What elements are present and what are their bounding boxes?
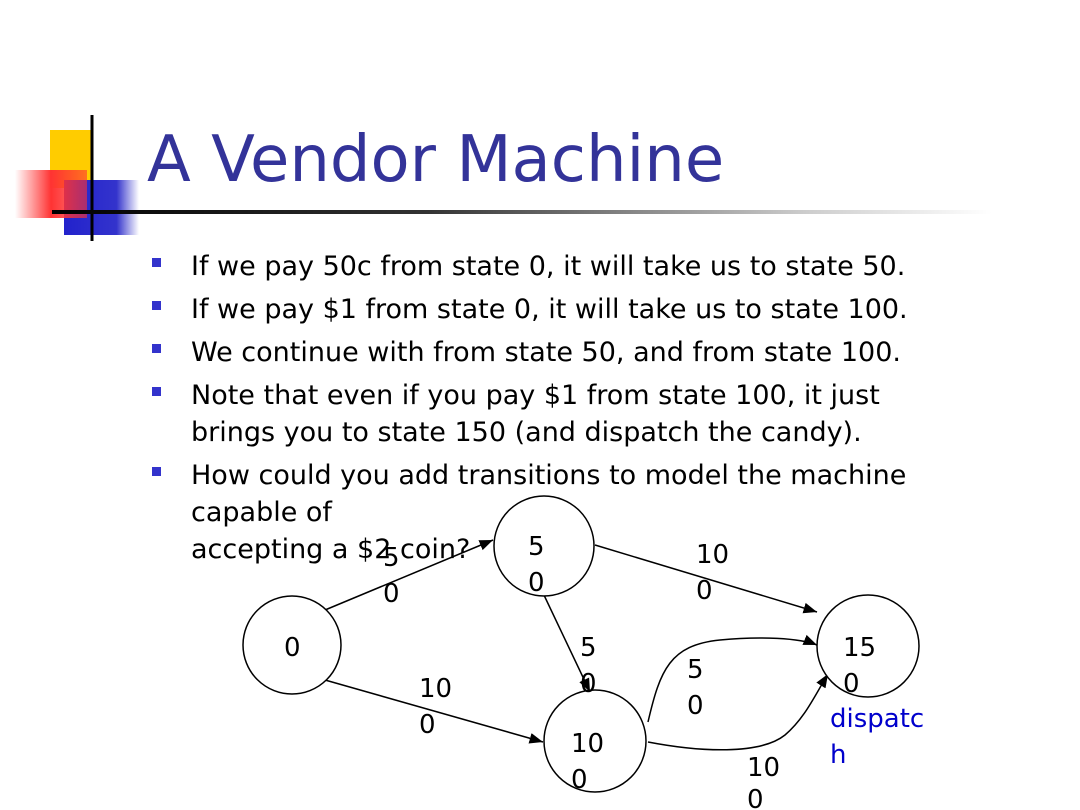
dispatch-annotation: dispatc: [830, 704, 924, 734]
title-underline: [52, 210, 992, 214]
state-label-150: 0: [843, 669, 860, 699]
bullet-text: Note that even if you pay $1 from state …: [191, 380, 880, 411]
edge-label-100-to-150-upper: 5: [687, 655, 704, 685]
state-node-100: [543, 689, 647, 793]
edge-label-0-to-100: 0: [419, 710, 436, 740]
bullet-item: If we pay $1 from state 0, it will take …: [150, 291, 1040, 328]
slide-title: A Vendor Machine: [147, 123, 725, 197]
bullet-item: Note that even if you pay $1 from state …: [150, 377, 1040, 451]
edge-label-50-to-100: 5: [580, 633, 597, 663]
bullet-text: How could you add transitions to model t…: [191, 460, 907, 491]
edge-label-100-to-150-lower: 0: [747, 785, 764, 810]
edge-label-0-to-50: 0: [383, 579, 400, 609]
state-label-50: 5: [528, 532, 545, 562]
bullet-square-icon: [152, 258, 161, 267]
edge-0-to-50: [324, 539, 494, 611]
edge-label-50-to-150: 0: [696, 576, 713, 606]
edge-label-100-to-150-lower: 10: [747, 753, 780, 783]
edge-label-50-to-100: 0: [580, 669, 597, 699]
state-label-100: 10: [571, 729, 604, 759]
bullet-square-icon: [152, 344, 161, 353]
bullet-text: accepting a $2 coin?: [191, 534, 471, 565]
bullet-list: If we pay 50c from state 0, it will take…: [150, 248, 1040, 574]
bullet-text: If we pay 50c from state 0, it will take…: [191, 251, 906, 282]
state-label-0: 0: [284, 633, 301, 663]
edge-50-to-150: [594, 544, 818, 614]
bullet-square-icon: [152, 387, 161, 396]
state-node-0: [242, 595, 342, 695]
edge-100-to-150-lower: [647, 673, 829, 751]
bullet-text: If we pay $1 from state 0, it will take …: [191, 294, 908, 325]
edge-50-to-100: [542, 592, 591, 693]
edge-label-100-to-150-upper: 0: [687, 691, 704, 721]
edge-label-0-to-100: 10: [419, 674, 452, 704]
bullet-text: capable of: [191, 497, 332, 528]
state-node-150: [816, 594, 920, 698]
bullet-square-icon: [152, 467, 161, 476]
bullet-text: We continue with from state 50, and from…: [191, 337, 901, 368]
edge-0-to-100: [324, 679, 544, 744]
state-label-50: 0: [528, 568, 545, 598]
edge-label-0-to-50: 5: [383, 543, 400, 573]
dispatch-annotation: h: [830, 740, 846, 770]
bullet-text: brings you to state 150 (and dispatch th…: [191, 417, 862, 448]
bullet-item: How could you add transitions to model t…: [150, 457, 1040, 568]
edge-label-50-to-150: 10: [696, 540, 729, 570]
bullet-square-icon: [152, 301, 161, 310]
state-label-150: 15: [843, 633, 876, 663]
state-label-100: 0: [571, 765, 588, 795]
bullet-item: We continue with from state 50, and from…: [150, 334, 1040, 371]
bullet-item: If we pay 50c from state 0, it will take…: [150, 248, 1040, 285]
state-node-50: [493, 495, 595, 597]
edge-100-to-150-upper: [647, 634, 818, 723]
